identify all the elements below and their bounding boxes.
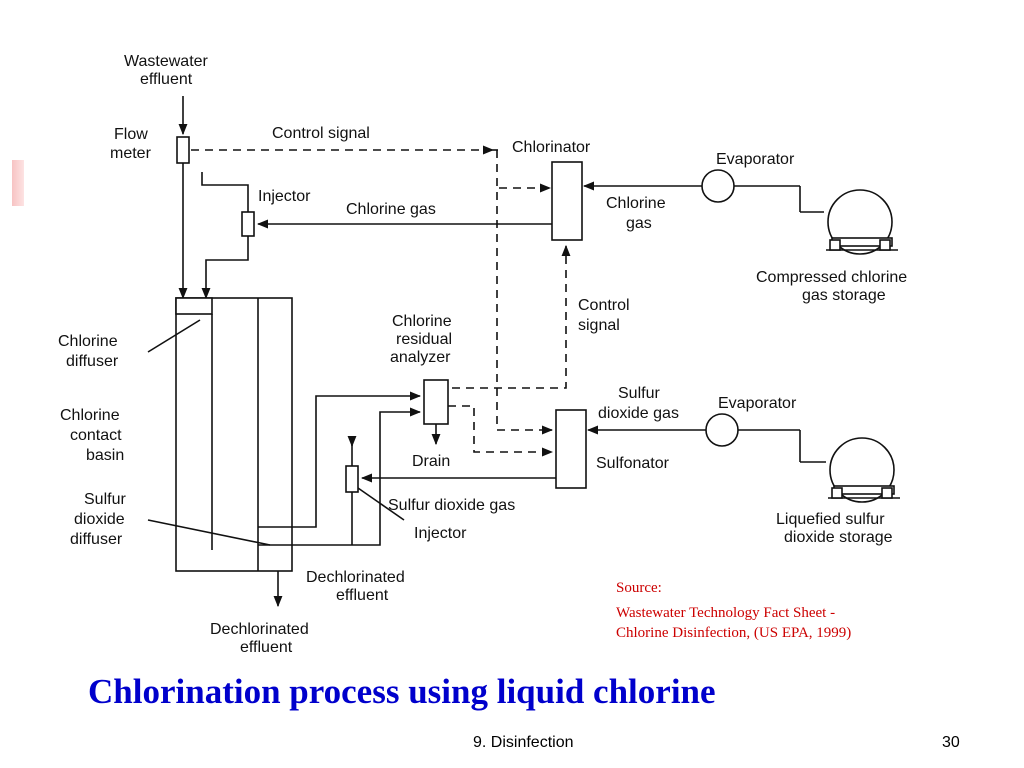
label-evaporator-bottom: Evaporator xyxy=(718,395,797,412)
label-contact-basin: Chlorine xyxy=(60,407,120,424)
svg-text:gas: gas xyxy=(626,215,652,232)
svg-text:diffuser: diffuser xyxy=(66,353,119,370)
control-signal-branch-line xyxy=(496,150,550,431)
label-evaporator-top: Evaporator xyxy=(716,151,795,168)
label-flow-meter: Flow xyxy=(114,126,148,143)
control-signal-up-line xyxy=(452,244,571,389)
chlorinator-box xyxy=(551,161,583,241)
source-line-2: Chlorine Disinfection, (US EPA, 1999) xyxy=(616,625,852,641)
compressed-chlorine-tank xyxy=(826,189,898,255)
svg-text:residual: residual xyxy=(396,331,452,348)
svg-text:contact: contact xyxy=(70,427,122,444)
label-dechlorinated-mid: Dechlorinated xyxy=(306,569,405,586)
svg-text:dioxide gas: dioxide gas xyxy=(598,405,679,422)
label-compressed-storage: Compressed chlorine xyxy=(756,269,907,286)
svg-text:diffuser: diffuser xyxy=(70,531,123,548)
slide-accent-bar xyxy=(12,160,24,206)
label-chlorine-gas-line: Chlorine gas xyxy=(346,201,436,218)
label-chlorine-diffuser: Chlorine xyxy=(58,333,118,350)
label-injector-bottom: Injector xyxy=(414,525,467,542)
source-citation: Source: Wastewater Technology Fact Sheet… xyxy=(616,578,956,643)
sample-line xyxy=(292,391,422,528)
label-wastewater: Wastewater xyxy=(124,53,209,70)
chlorine-diffuser-symbol xyxy=(175,297,213,315)
label-sulfur-dioxide-diffuser: Sulfur xyxy=(84,491,126,508)
slide-title: Chlorination process using liquid chlori… xyxy=(88,672,716,711)
svg-text:dioxide: dioxide xyxy=(74,511,125,528)
footer-section-name: 9. Disinfection xyxy=(473,734,574,751)
residual-analyzer-box xyxy=(423,379,449,425)
contact-basin xyxy=(175,297,293,572)
label-drain: Drain xyxy=(412,453,450,470)
sulfonator-box xyxy=(555,409,587,489)
analyzer-to-sulfonator-signal xyxy=(448,405,554,457)
label-injector-top: Injector xyxy=(258,188,311,205)
source-line-1: Wastewater Technology Fact Sheet - xyxy=(616,605,836,621)
diagram-labels: Wastewater effluent Flow meter Control s… xyxy=(58,53,907,656)
evaporator-bottom-symbol xyxy=(705,413,739,447)
svg-text:meter: meter xyxy=(110,145,152,162)
page-number: 30 xyxy=(942,734,960,751)
label-sulfonator: Sulfonator xyxy=(596,455,670,472)
liquefied-sulfur-dioxide-tank xyxy=(828,437,900,503)
label-chlorinator: Chlorinator xyxy=(512,139,591,156)
label-control-signal-top: Control signal xyxy=(272,125,370,142)
injector-top-symbol xyxy=(241,211,255,237)
svg-text:effluent: effluent xyxy=(336,587,389,604)
svg-text:effluent: effluent xyxy=(240,639,293,656)
label-control-signal-mid: Control xyxy=(578,297,630,314)
label-sulfur-dioxide-gas-right: Sulfur xyxy=(618,385,660,402)
injector-bottom-symbol xyxy=(345,465,359,493)
label-chlorine-gas-right: Chlorine xyxy=(606,195,666,212)
svg-text:effluent: effluent xyxy=(140,71,193,88)
svg-text:analyzer: analyzer xyxy=(390,349,451,366)
source-label: Source: xyxy=(616,580,662,596)
svg-text:gas storage: gas storage xyxy=(802,287,886,304)
svg-text:basin: basin xyxy=(86,447,124,464)
chlorination-process-diagram: Wastewater effluent Flow meter Control s… xyxy=(58,53,907,656)
evaporator-top-symbol xyxy=(701,169,735,203)
label-dechlorinated-bottom: Dechlorinated xyxy=(210,621,309,638)
flow-meter-symbol xyxy=(176,136,190,164)
label-liquefied-storage: Liquefied sulfur xyxy=(776,511,885,528)
svg-text:dioxide storage: dioxide storage xyxy=(784,529,893,546)
label-sulfur-dioxide-gas-line: Sulfur dioxide gas xyxy=(388,497,515,514)
svg-text:signal: signal xyxy=(578,317,620,334)
label-residual-analyzer: Chlorine xyxy=(392,313,452,330)
